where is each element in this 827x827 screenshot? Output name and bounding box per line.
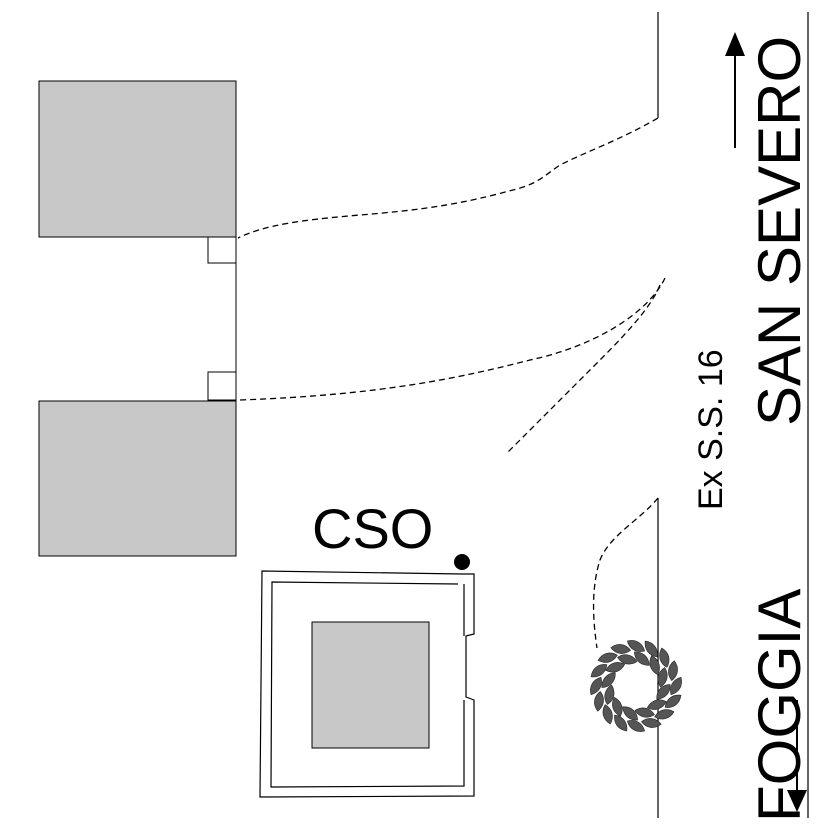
cso-marker xyxy=(454,554,470,570)
pipelines xyxy=(237,117,666,649)
tree-leaf xyxy=(622,706,638,721)
tree-leaf xyxy=(670,676,682,696)
pipeline-4 xyxy=(592,497,659,649)
pipeline-2 xyxy=(239,277,666,401)
tree-icon xyxy=(590,640,682,732)
tree-leaf xyxy=(602,704,613,725)
cso-label: CSO xyxy=(312,497,433,560)
tree-leaf xyxy=(610,644,632,654)
connector-block-bottom xyxy=(207,371,237,401)
tree-leaf xyxy=(646,699,667,710)
tree-leaf xyxy=(590,676,602,696)
tree-leaf xyxy=(664,694,682,708)
tree-leaf xyxy=(644,640,658,658)
tree-leaf xyxy=(626,720,646,732)
tree-leaf xyxy=(590,664,608,678)
tree-leaf xyxy=(634,651,650,666)
tree-leaf xyxy=(654,709,675,720)
tree-leaf xyxy=(597,652,618,663)
tree-leaf xyxy=(657,667,668,688)
tree-leaf xyxy=(594,690,604,712)
road-label: Ex S.S. 16 xyxy=(692,349,730,510)
tree-leaf xyxy=(640,718,662,728)
building-top xyxy=(38,80,237,238)
tree-leaf xyxy=(649,655,660,676)
south-destination-label: FOGGIA xyxy=(746,589,813,822)
building-bottom xyxy=(38,400,237,557)
arrow-down-icon xyxy=(787,700,807,812)
tree-leaf xyxy=(605,662,626,673)
pipeline-3 xyxy=(507,284,661,453)
tree-leaf xyxy=(626,640,646,652)
tree-leaf xyxy=(659,647,670,668)
tree-leaf xyxy=(604,684,615,705)
tree-leaf xyxy=(614,714,628,732)
tree-leaf xyxy=(601,672,616,688)
tree-leaf xyxy=(668,660,678,682)
cso-building xyxy=(311,621,430,749)
tree-leaf xyxy=(656,684,671,700)
cso-enclosure xyxy=(259,570,475,798)
pipeline-1 xyxy=(237,117,659,239)
tree-leaf xyxy=(612,696,623,717)
connector-block-top xyxy=(207,236,237,264)
north-destination-label: SAN SEVERO xyxy=(746,36,813,426)
tree-leaf xyxy=(634,707,655,718)
tree-leaf xyxy=(617,654,638,665)
arrow-up-icon xyxy=(725,32,745,148)
